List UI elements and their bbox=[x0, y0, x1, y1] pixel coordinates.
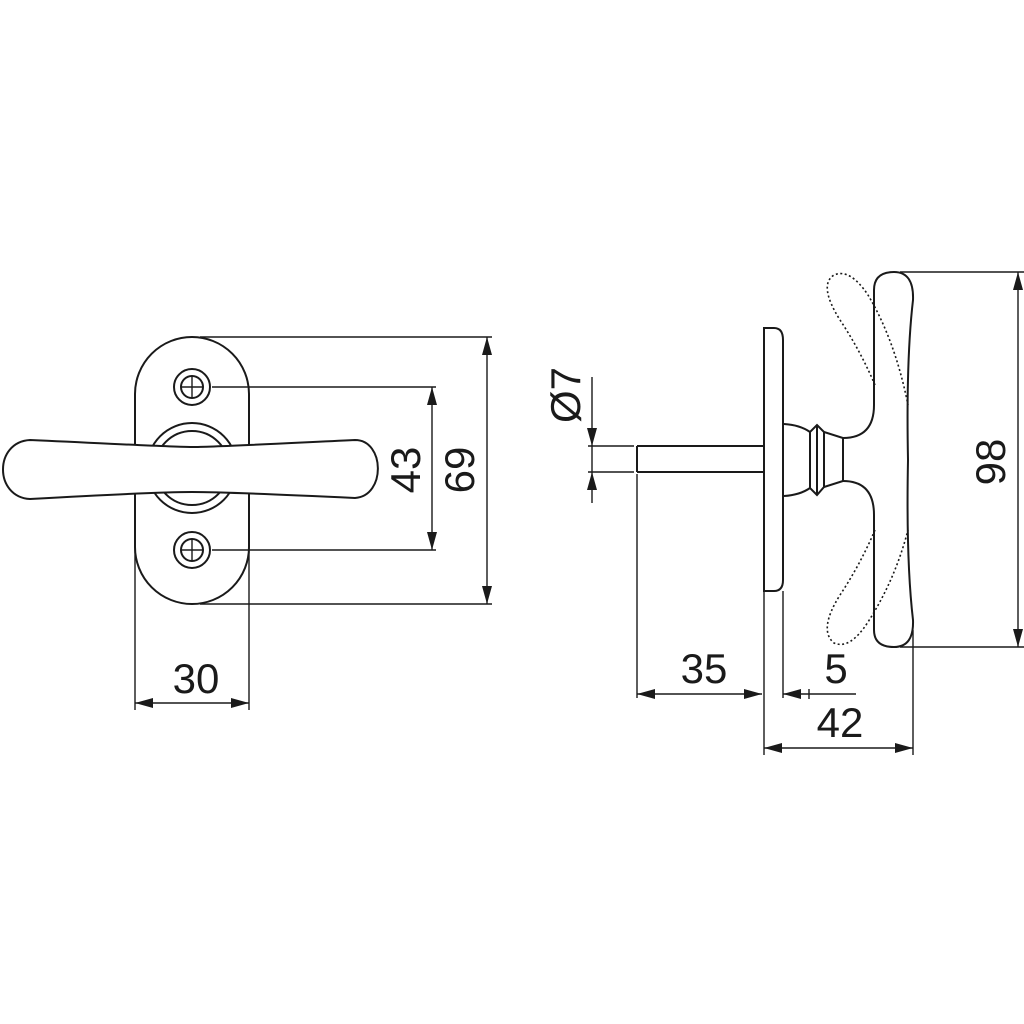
side-view: Ø7 98 35 5 42 bbox=[542, 270, 1024, 755]
dim-projection: 42 bbox=[817, 699, 864, 746]
screw-hole-top bbox=[173, 368, 211, 406]
dim-spindle-diameter: Ø7 bbox=[542, 367, 589, 423]
dim-handle-height: 98 bbox=[967, 439, 1014, 486]
handle-rotated-bottom bbox=[826, 529, 909, 646]
spindle bbox=[636, 445, 764, 473]
dim-spindle-length: 35 bbox=[681, 645, 728, 692]
lever-handle bbox=[2, 438, 379, 501]
dim-hole-spacing: 43 bbox=[382, 447, 429, 494]
dim-rose-thickness: 5 bbox=[824, 645, 847, 692]
handle-rotated-top bbox=[826, 272, 909, 406]
front-view: 43 69 30 bbox=[2, 336, 492, 710]
screw-hole-bottom bbox=[173, 531, 211, 569]
handle-grip bbox=[842, 270, 915, 649]
neck bbox=[783, 423, 844, 497]
rose-plate bbox=[763, 327, 784, 592]
dim-plate-width: 30 bbox=[173, 655, 220, 702]
dim-plate-height: 69 bbox=[436, 447, 483, 494]
